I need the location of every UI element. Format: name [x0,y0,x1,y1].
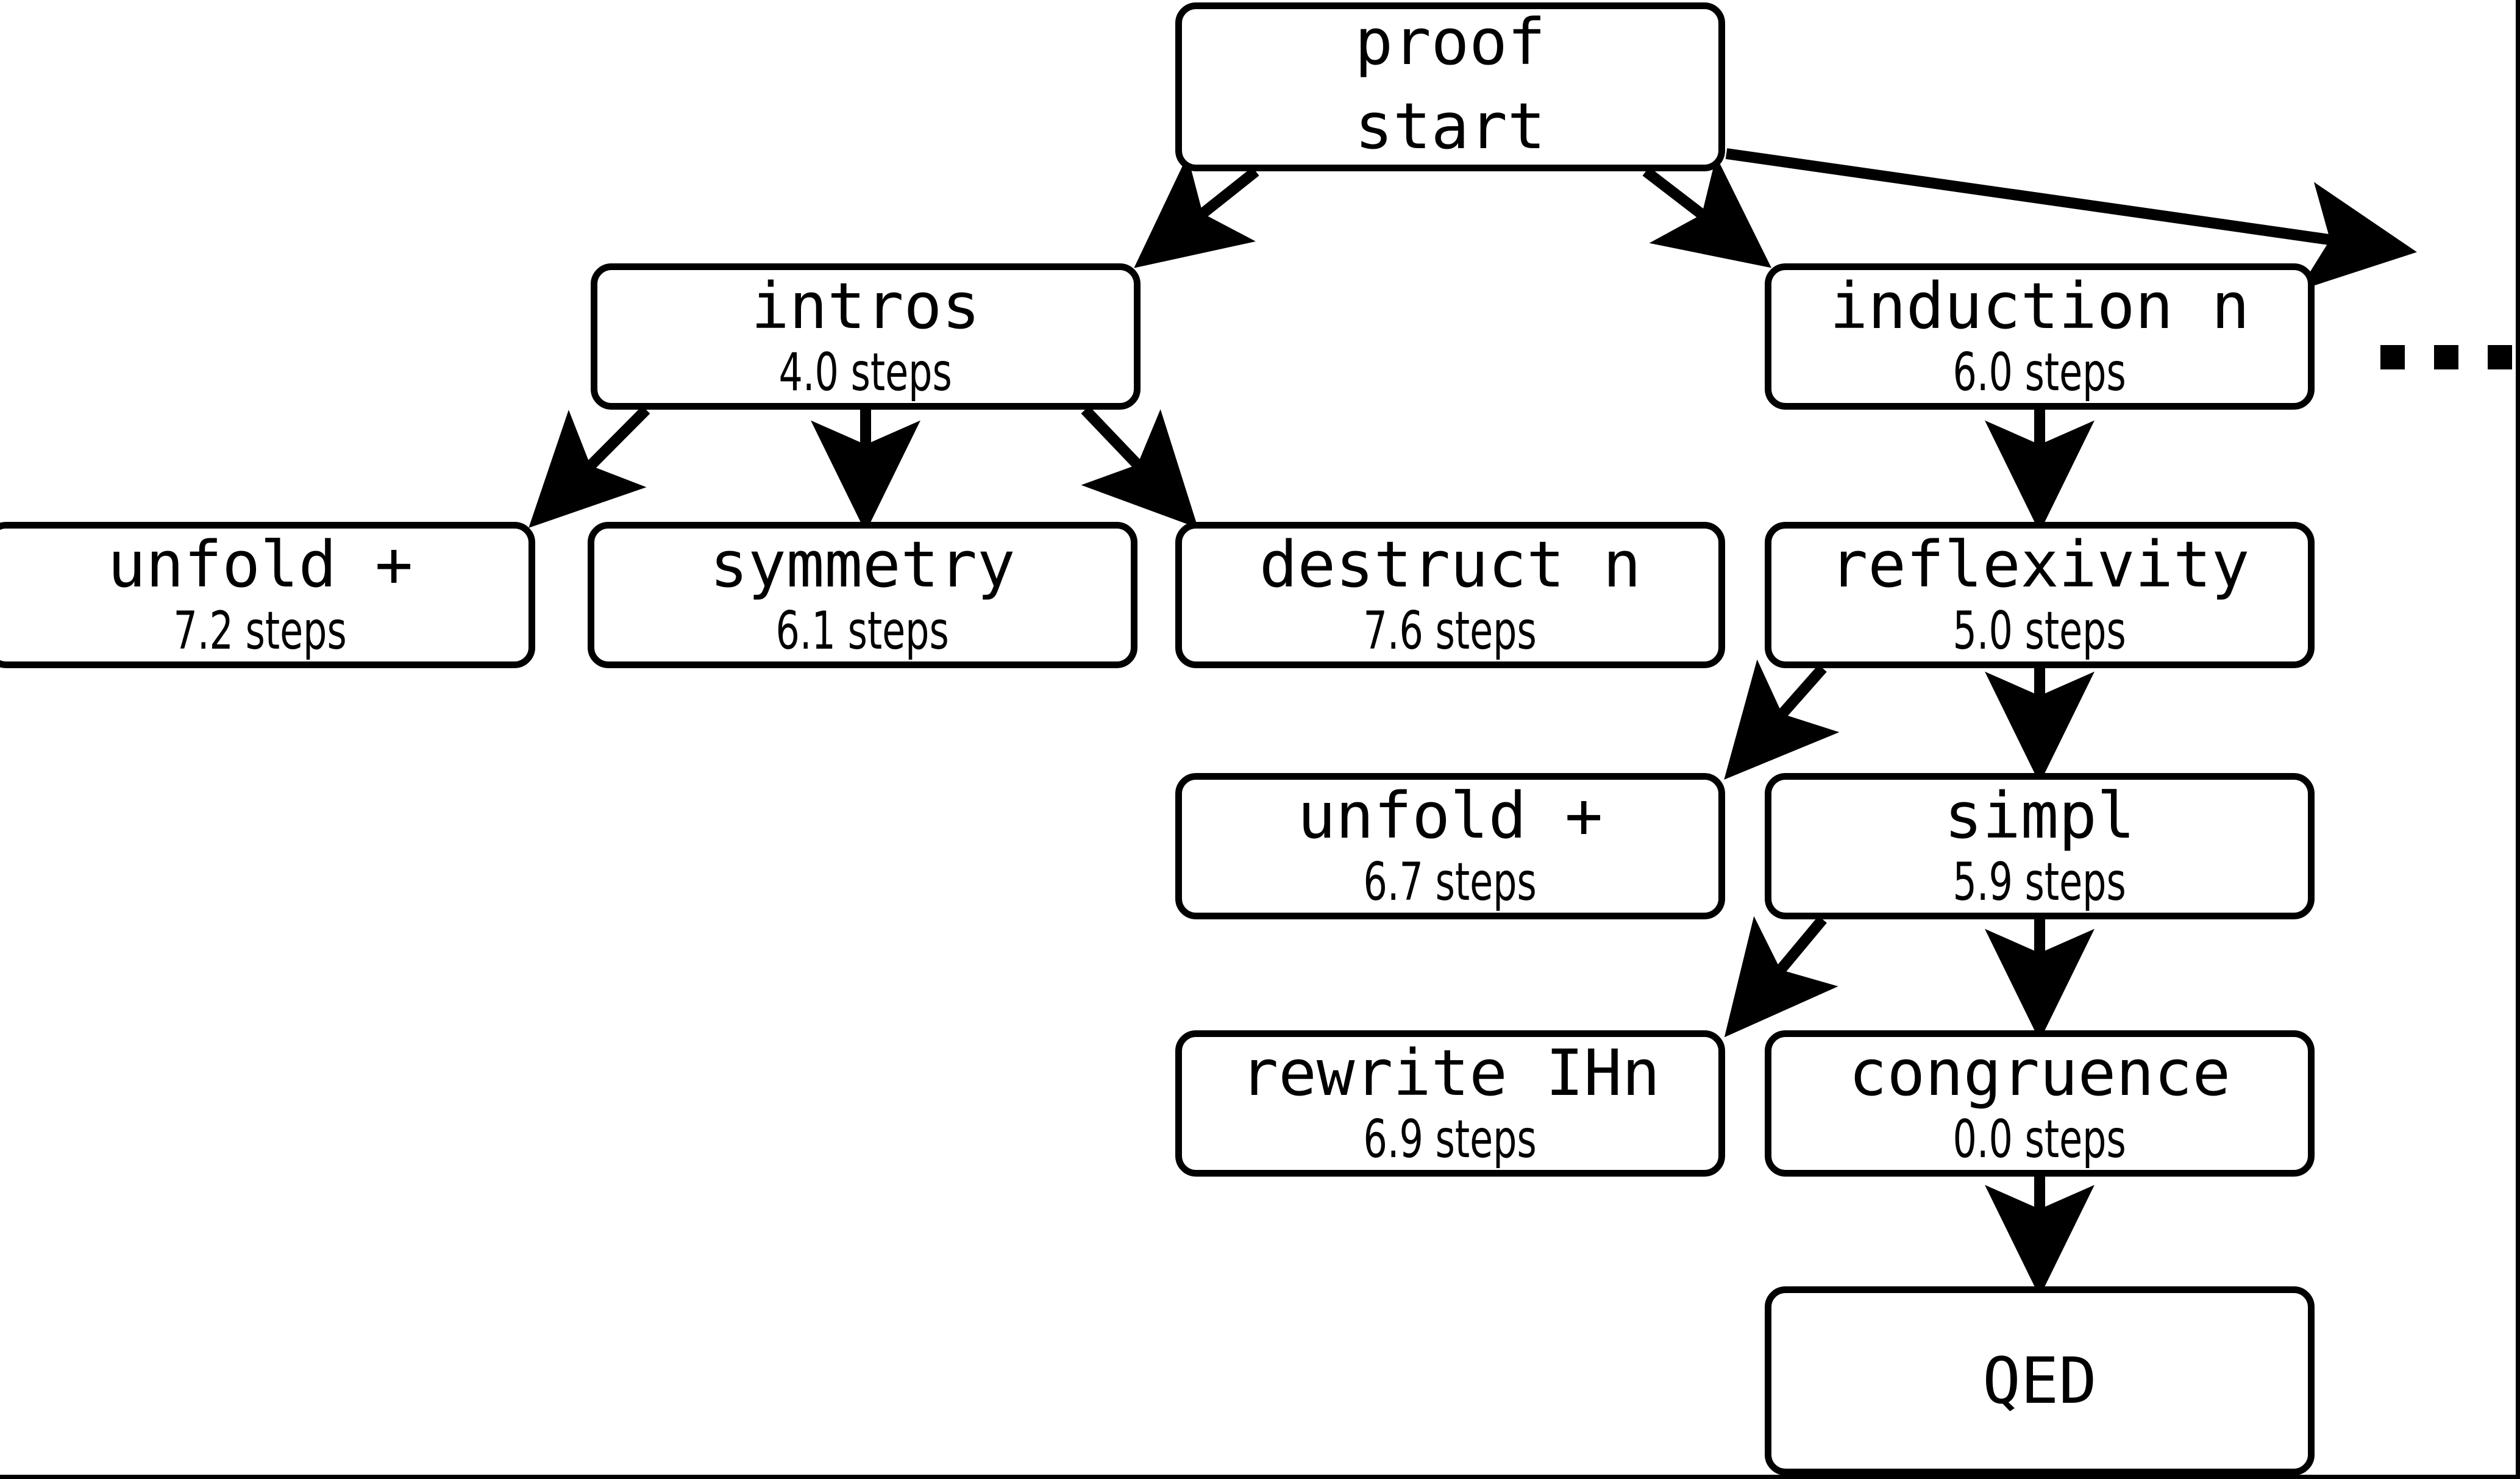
node-steps-value: 0.0 steps [1952,1109,2127,1170]
node-label: rewrite IHn [1240,1036,1660,1110]
node-steps-value: 6.9 steps [1363,1109,1537,1170]
node-unfold-plus-1[interactable]: unfold +7.2 steps [0,522,535,668]
right-border-rule [2516,0,2520,1479]
node-steps-value: 4.0 steps [778,342,953,403]
node-steps-value: 6.0 steps [1952,342,2127,403]
node-unfold-plus-2[interactable]: unfold +6.7 steps [1175,773,1725,919]
edge-intros-unfold [529,405,650,528]
node-label: unfold + [1297,779,1603,853]
node-proof-start[interactable]: proof start [1175,2,1725,171]
node-steps-value: 7.2 steps [173,601,347,661]
node-qed[interactable]: QED [1765,1286,2315,1475]
edge-intros-destruct [1081,405,1198,529]
edge-simpl-rewrite [1724,916,1838,1038]
node-label: unfold + [107,527,413,602]
node-label: congruence [1848,1036,2231,1110]
node-steps-value: 6.7 steps [1363,852,1537,913]
edge-proofstart-ellipsis [1725,148,2417,291]
edge-reflexivity-unfold2 [1724,659,1840,780]
node-steps-value: 6.1 steps [775,601,950,661]
ellipsis-dot-2 [2434,345,2458,369]
node-steps-value: 5.0 steps [1952,601,2127,661]
edge-proofstart-intros [1134,155,1259,268]
node-steps-value: 5.9 steps [1952,852,2127,913]
node-label: proof [1354,4,1546,79]
node-label: reflexivity [1829,527,2250,602]
ellipsis-dot-1 [2380,345,2405,369]
node-label: symmetry [710,527,1016,602]
node-label: simpl [1944,779,2135,853]
ellipsis-dot-3 [2488,345,2512,369]
node-label-line2: start [1354,88,1546,163]
node-label: induction n [1829,269,2250,343]
node-label: intros [751,269,980,343]
bottom-border-rule [0,1475,2520,1479]
ellipsis-indicator [2380,345,2512,369]
node-steps-value: 7.6 steps [1363,601,1537,661]
node-label: QED [1982,1344,2097,1418]
edge-proofstart-induction [1642,156,1771,268]
node-label: destruct n [1259,527,1642,602]
